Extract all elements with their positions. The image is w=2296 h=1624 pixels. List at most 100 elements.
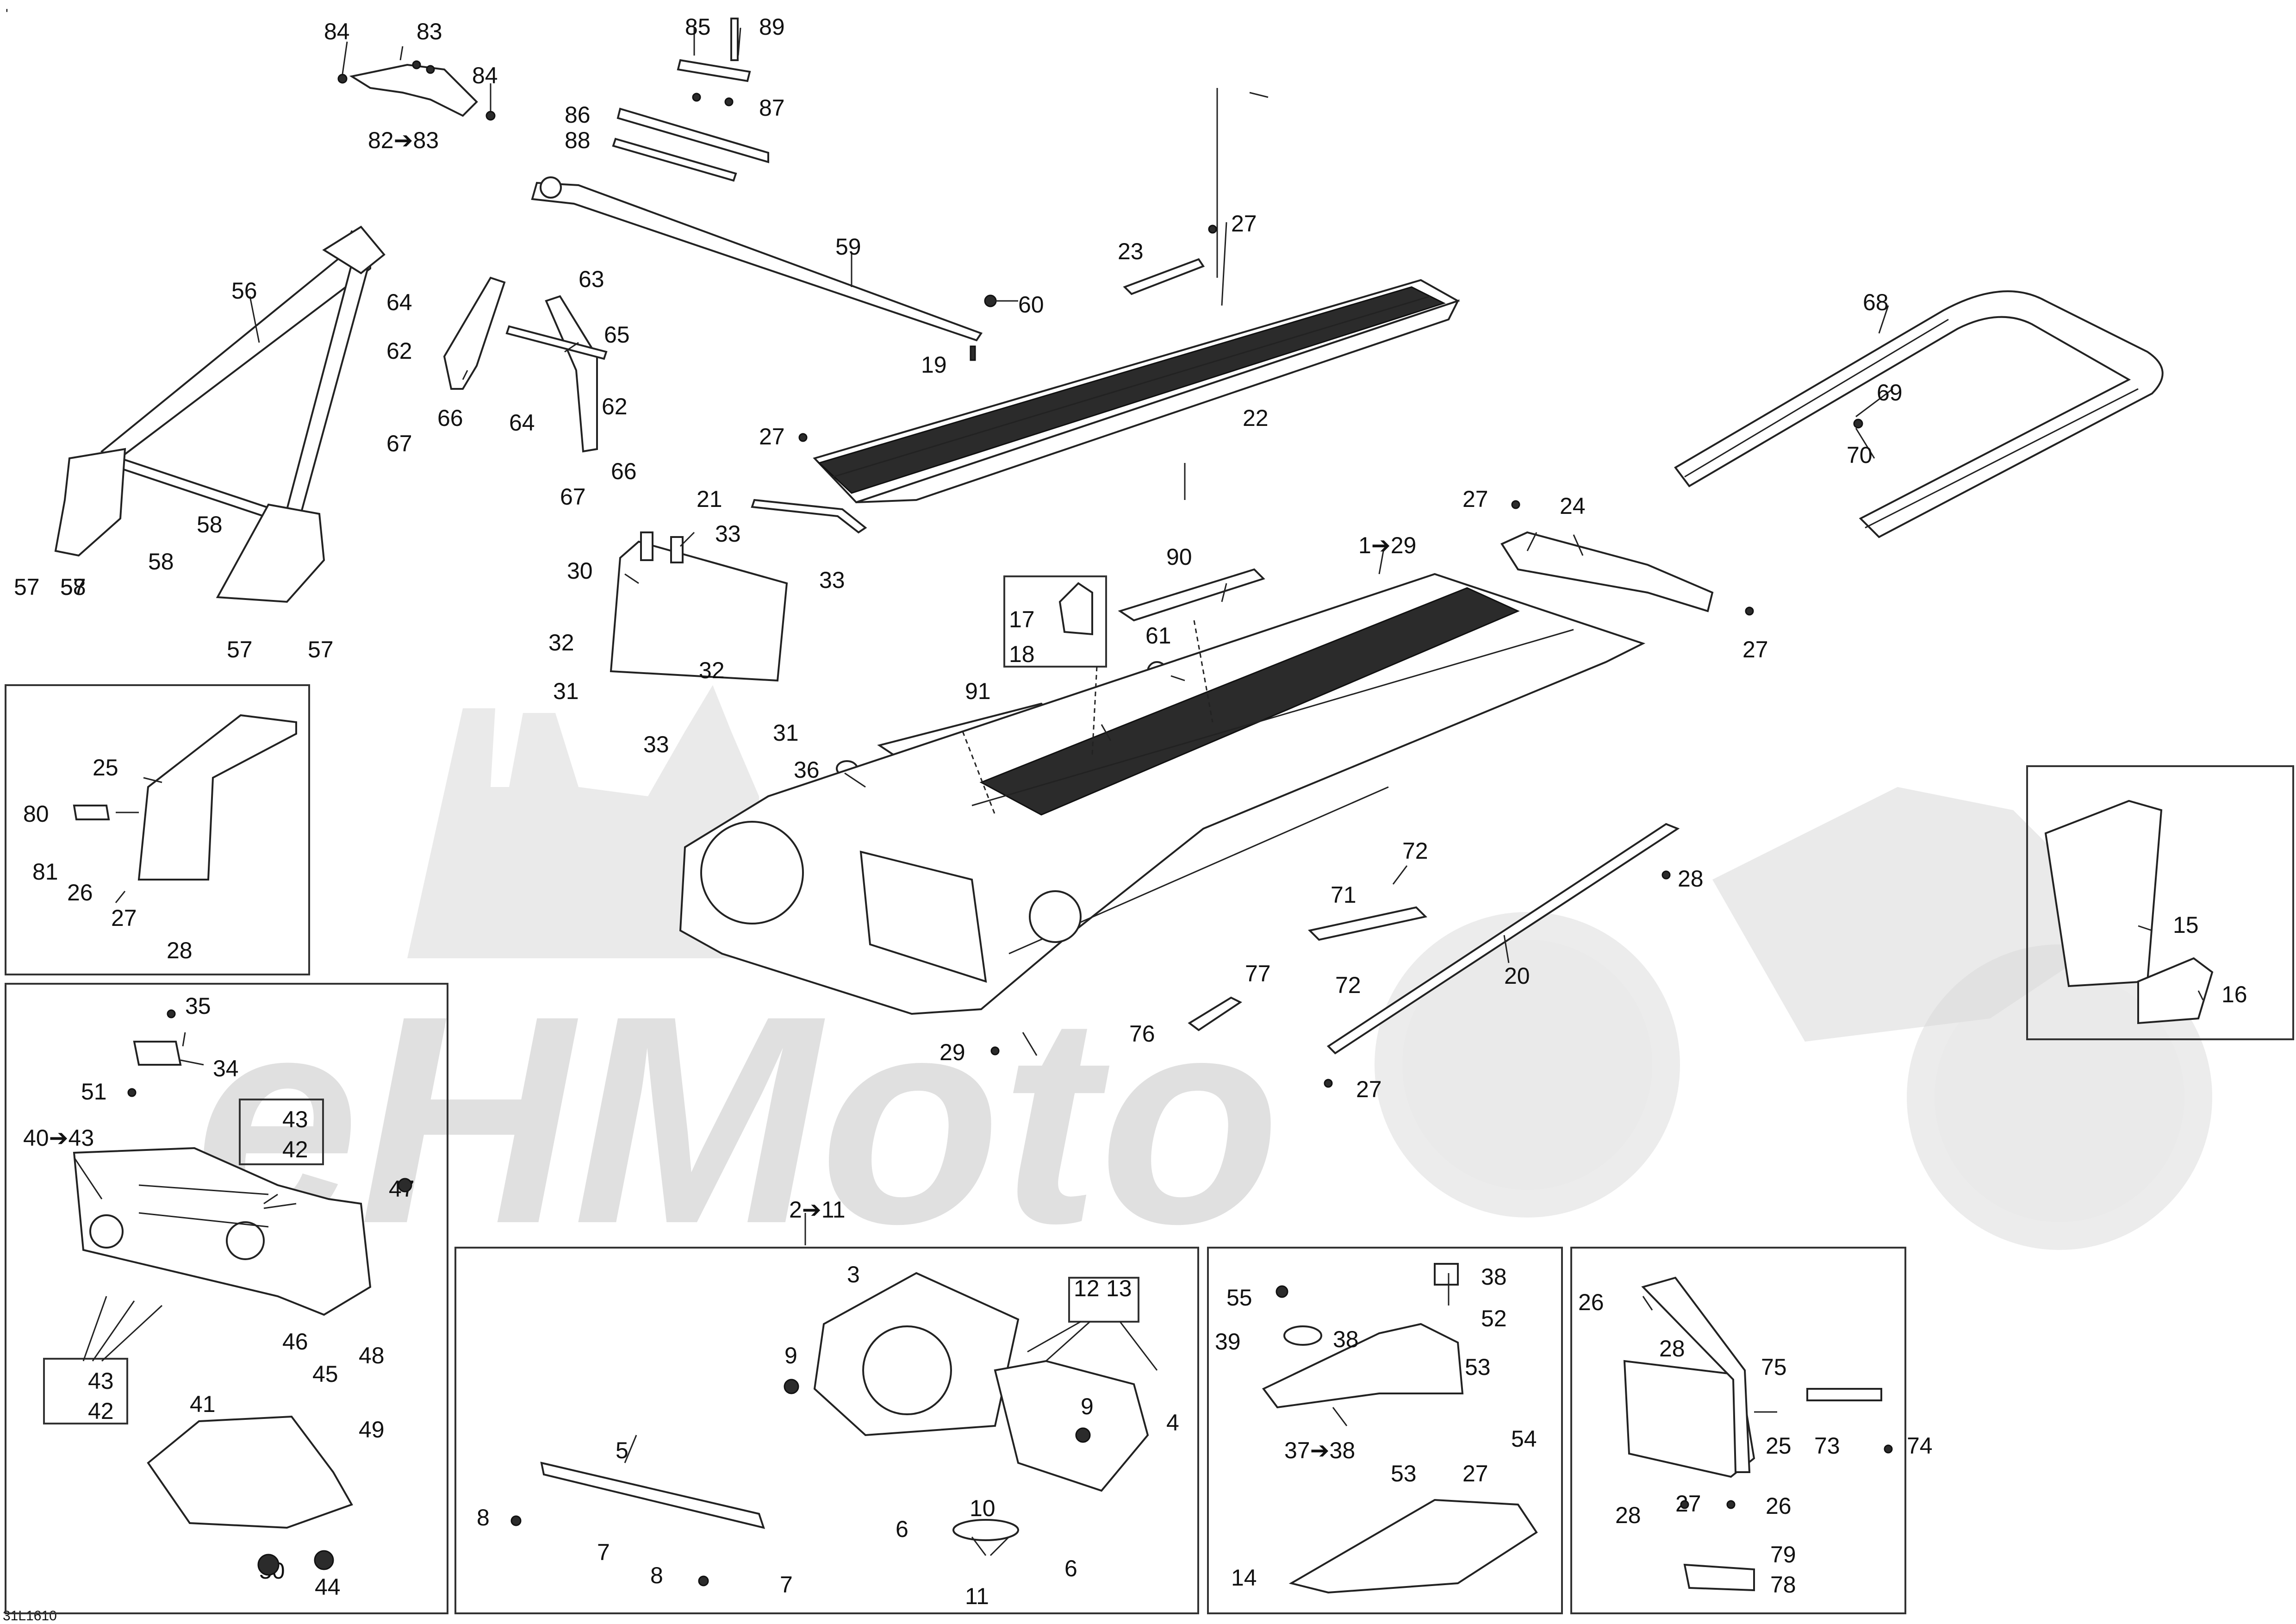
callout-56: 56 — [231, 278, 257, 304]
callout-89: 89 — [759, 14, 785, 40]
callout-34: 34 — [213, 1056, 239, 1081]
callout-49: 49 — [359, 1417, 385, 1443]
callout-76: 76 — [1129, 1021, 1155, 1047]
callout-38: 38 — [1333, 1326, 1359, 1352]
part-link-62 — [443, 276, 608, 453]
callout-79: 79 — [1770, 1542, 1796, 1568]
callout-54: 54 — [1511, 1426, 1537, 1452]
callout-72: 72 — [1402, 838, 1428, 864]
callout-48: 48 — [359, 1343, 385, 1368]
callout-40-43: 40➔43 — [23, 1125, 94, 1151]
callout-58: 58 — [148, 549, 174, 575]
callout-68: 68 — [1863, 289, 1889, 315]
callout-67: 67 — [386, 431, 412, 456]
callout-17: 17 — [1009, 606, 1035, 632]
callout-22: 22 — [1243, 405, 1269, 431]
part-panel-15 — [2044, 800, 2163, 987]
dashed-leader-17 — [1091, 666, 1098, 755]
callout-5: 5 — [616, 1437, 628, 1463]
callout-66: 66 — [611, 458, 637, 484]
callout-82-83: 82➔83 — [368, 127, 439, 153]
detail-box-frame-2-11 — [454, 1247, 1199, 1614]
callout-29: 29 — [940, 1039, 965, 1065]
callout-64: 64 — [386, 289, 412, 315]
part-bracket-17 — [1058, 582, 1093, 636]
part-rear-bumper-68 — [1674, 290, 2164, 538]
callout-91: 91 — [965, 678, 991, 704]
callout-87: 87 — [759, 95, 785, 121]
part-guard-25b — [1623, 1276, 1882, 1592]
detail-box-hardware-42-43b — [43, 1358, 128, 1424]
callout-27: 27 — [111, 905, 137, 931]
callout-27: 27 — [1231, 211, 1257, 237]
callout-53: 53 — [1391, 1461, 1417, 1487]
callout-16: 16 — [2221, 981, 2247, 1007]
callout-59: 59 — [835, 234, 861, 260]
callout-86: 86 — [565, 102, 591, 128]
detail-box-hardware-12-13 — [1068, 1277, 1139, 1323]
callout-9: 9 — [784, 1343, 797, 1368]
callout-28: 28 — [1659, 1336, 1685, 1362]
callout-74: 74 — [1907, 1433, 1933, 1459]
callout-35: 35 — [185, 993, 211, 1019]
part-decal-90 — [1118, 568, 1265, 622]
figure-code: 31L1610 — [3, 1608, 57, 1624]
callout-27: 27 — [759, 424, 785, 450]
part-bracket-34 — [133, 1041, 182, 1066]
callout-57: 57 — [14, 574, 40, 600]
detail-box-steering-37-54 — [1207, 1247, 1563, 1614]
callout-14: 14 — [1231, 1565, 1257, 1591]
callout-32: 32 — [699, 657, 725, 683]
callout-78: 78 — [1770, 1572, 1796, 1598]
leader-lines — [73, 27, 2204, 1556]
callout-69: 69 — [1877, 380, 1903, 406]
callout-13: 13 — [1106, 1275, 1132, 1301]
callout-70: 70 — [1847, 442, 1873, 468]
part-heat-exchanger-22 — [813, 279, 1460, 504]
hardware-dots — [127, 225, 1893, 1587]
part-rail-20 — [1326, 823, 1680, 1055]
part-bracket-41 — [147, 1415, 353, 1529]
part-bracket-76 — [1188, 996, 1242, 1031]
callout-72: 72 — [1335, 972, 1361, 998]
callout-33: 33 — [819, 567, 845, 593]
callout-27: 27 — [1462, 486, 1488, 512]
callout-57: 57 — [227, 637, 253, 662]
part-skid-plate-14 — [1288, 1499, 1538, 1594]
callout-42: 42 — [282, 1137, 308, 1162]
callout-7: 7 — [780, 1572, 793, 1598]
detail-box-front-cradle-40-43 — [5, 983, 448, 1614]
callout-19: 19 — [921, 352, 947, 378]
part-plate-24 — [1500, 531, 1714, 612]
callout-31: 31 — [773, 720, 799, 746]
part-steering-bracket-37 — [1262, 1263, 1464, 1409]
detail-box-hardware-42-43a — [239, 1099, 324, 1165]
callout-88: 88 — [565, 127, 591, 153]
part-rod-86 — [616, 107, 769, 163]
part-top-bracket-82 — [337, 60, 496, 121]
part-rod-clip-85 — [677, 18, 751, 106]
callout-27: 27 — [1462, 1461, 1488, 1487]
callout-23: 23 — [1118, 238, 1144, 264]
callout-10: 10 — [970, 1495, 996, 1521]
part-plate-10 — [952, 1519, 1019, 1541]
part-a-frame-56 — [54, 225, 386, 603]
callout-6: 6 — [1064, 1555, 1077, 1581]
callout-57: 57 — [308, 637, 334, 662]
callout-31: 31 — [553, 678, 579, 704]
callout-43: 43 — [282, 1106, 308, 1132]
callout-36: 36 — [794, 757, 820, 783]
callout-46: 46 — [282, 1329, 308, 1355]
callout-25: 25 — [1766, 1433, 1792, 1459]
watermark-text: eHMoto — [194, 954, 1280, 1285]
callout-33: 33 — [715, 521, 741, 547]
callout-57: 57 — [60, 574, 86, 600]
callout-43: 43 — [88, 1368, 114, 1394]
callout-62: 62 — [386, 338, 412, 364]
part-bracket-71 — [1307, 906, 1428, 941]
callout-53: 53 — [1465, 1354, 1491, 1380]
part-bracket-25a — [137, 714, 297, 881]
callout-55: 55 — [1226, 1285, 1252, 1311]
callout-8: 8 — [650, 1562, 663, 1588]
